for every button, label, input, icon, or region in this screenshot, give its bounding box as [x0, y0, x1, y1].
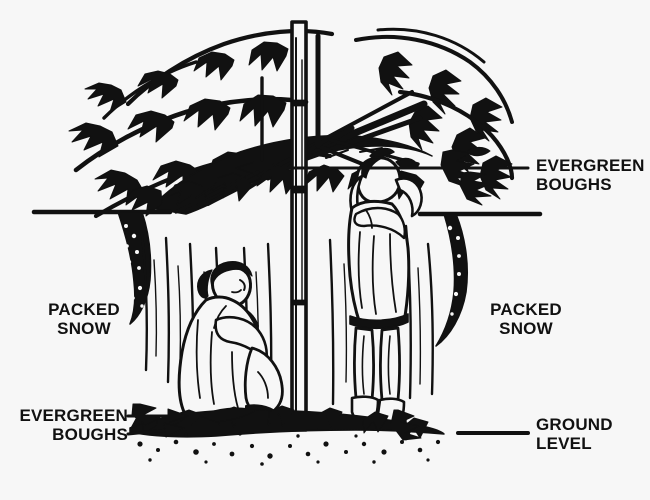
canopy-limb-upper-right-2	[376, 27, 486, 64]
roof-pole-2	[293, 115, 423, 165]
needle-tufts-upper-left	[84, 41, 289, 113]
leader-arrow-evergreen-bottom-1	[167, 408, 189, 424]
leader-arrow-evergreen-bottom-2	[163, 422, 185, 438]
ground-stipple	[137, 432, 441, 466]
figure-seated-person	[177, 261, 284, 420]
label-ground-level: GROUND LEVEL	[536, 415, 613, 453]
label-packed-snow-left: PACKED SNOW	[48, 300, 120, 338]
canopy-limb-upper-right	[354, 34, 514, 124]
snow-stipple-right	[440, 225, 461, 326]
label-evergreen-boughs-top: EVERGREEN BOUGHS	[536, 156, 645, 194]
label-packed-snow-right: PACKED SNOW	[490, 300, 562, 338]
roof-structure-group	[123, 90, 433, 217]
leader-line-evergreen-bottom-2	[126, 428, 170, 436]
needle-tuft-loose	[465, 146, 491, 157]
leader-arrow-evergreen-top	[235, 161, 255, 175]
snow-stipple-left	[124, 224, 144, 308]
label-evergreen-boughs-bottom: EVERGREEN BOUGHS	[19, 406, 128, 444]
center-support-pole	[260, 20, 321, 432]
roof-pole-5	[240, 138, 328, 194]
evergreen-bough-floor	[129, 403, 445, 441]
